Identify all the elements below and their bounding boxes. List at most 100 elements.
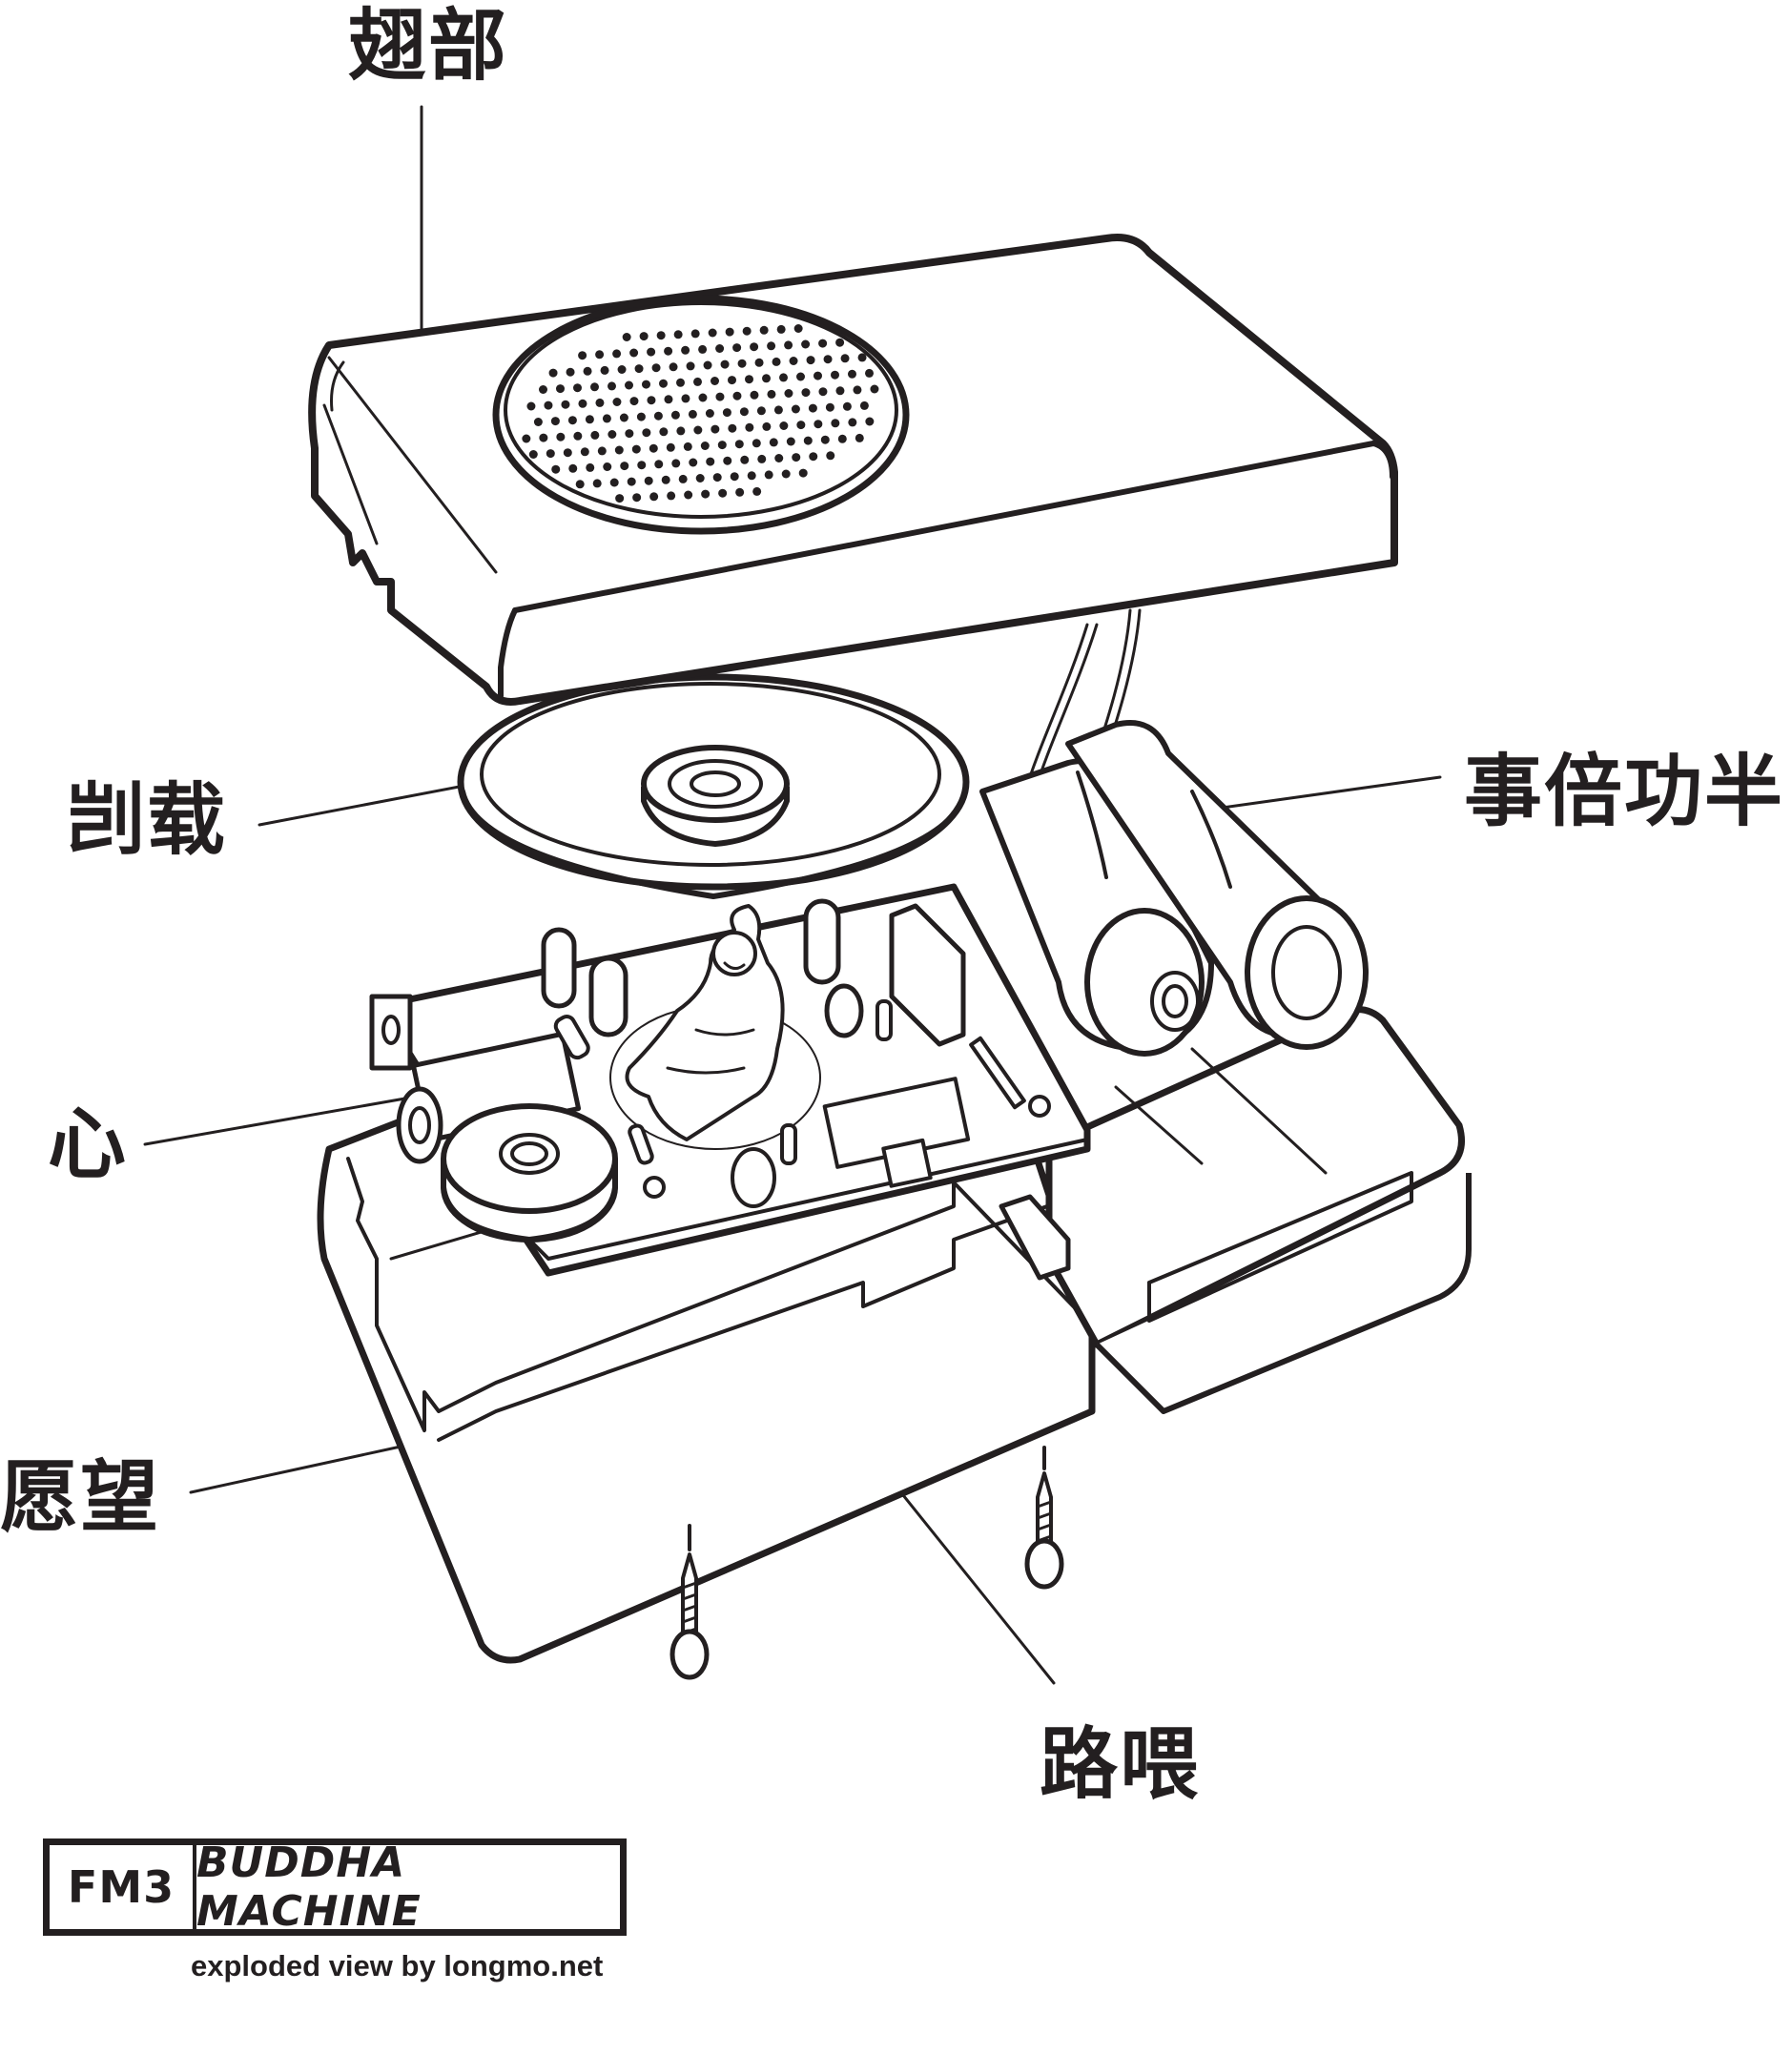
grille-hole — [842, 401, 852, 411]
grille-hole — [737, 359, 747, 368]
grille-hole — [656, 331, 666, 340]
grille-hole — [745, 422, 754, 432]
grille-hole — [722, 408, 731, 418]
grille-hole — [647, 396, 656, 405]
grille-hole — [835, 386, 845, 396]
grille-hole — [859, 401, 869, 410]
grille-hole — [566, 367, 575, 377]
grille-hole — [735, 487, 745, 497]
grille-hole — [796, 372, 805, 381]
top-cover — [308, 234, 1398, 706]
grille-hole — [757, 454, 767, 463]
grille-hole — [647, 347, 656, 357]
grille-hole — [793, 324, 803, 333]
grille-hole — [684, 490, 693, 500]
grille-hole — [526, 401, 536, 411]
grille-hole — [835, 338, 845, 347]
label-bottom-case: 愿望 — [0, 1452, 161, 1543]
grille-hole — [673, 330, 683, 339]
grille-hole — [578, 399, 587, 408]
grille-hole — [756, 406, 766, 416]
grille-hole — [653, 411, 663, 421]
grille-hole — [612, 398, 622, 406]
grille-hole — [837, 434, 847, 443]
grille-hole — [637, 461, 647, 470]
grille-hole — [639, 332, 649, 341]
circuit-board — [369, 883, 1091, 1277]
grille-hole — [750, 342, 759, 352]
grille-hole — [767, 341, 776, 351]
grille-hole — [539, 385, 547, 394]
grille-hole — [595, 350, 605, 359]
grille-hole — [522, 434, 531, 443]
grille-hole — [620, 462, 629, 471]
grille-hole — [556, 432, 566, 442]
grille-hole — [676, 426, 686, 436]
batteries — [979, 720, 1369, 1057]
label-speaker: 剀载 — [67, 775, 228, 866]
grille-hole — [590, 430, 600, 440]
grille-hole — [649, 443, 658, 453]
grille-hole — [642, 380, 650, 389]
grille-hole — [556, 384, 565, 394]
grille-hole — [651, 363, 661, 373]
grille-hole — [840, 354, 850, 363]
grille-hole — [773, 405, 783, 415]
grille-hole — [619, 413, 628, 422]
grille-hole — [580, 447, 589, 457]
grille-hole — [671, 459, 681, 468]
grille-hole — [774, 454, 784, 462]
grille-hole — [670, 410, 680, 420]
grille-hole — [848, 369, 856, 379]
grille-hole — [634, 364, 644, 374]
grille-hole — [595, 398, 605, 407]
logo-brand: FM3 — [50, 1845, 196, 1929]
grille-hole — [615, 494, 625, 503]
grille-hole — [592, 479, 602, 488]
grille-hole — [831, 419, 840, 428]
grille-hole — [603, 462, 612, 471]
grille-hole — [792, 453, 801, 462]
grille-hole — [667, 491, 676, 501]
grille-hole — [865, 417, 875, 426]
grille-hole — [573, 383, 582, 393]
grille-hole — [747, 471, 756, 481]
grille-hole — [681, 345, 690, 355]
grille-hole — [732, 343, 742, 353]
grille-hole — [561, 400, 570, 409]
grille-hole — [627, 477, 636, 486]
grille-hole — [762, 374, 771, 383]
grille-hole — [789, 357, 798, 365]
logo-product: BUDDHA MACHINE — [196, 1838, 422, 1936]
grille-hole — [629, 397, 639, 406]
grille-hole — [689, 458, 698, 467]
grille-hole — [752, 486, 762, 496]
grille-hole — [853, 385, 862, 395]
grille-hole — [664, 346, 673, 356]
leader-batteries — [1200, 775, 1442, 812]
grille-hole — [826, 451, 835, 461]
grille-hole — [855, 433, 864, 442]
grille-hole — [597, 446, 607, 456]
grille-hole — [786, 437, 795, 446]
grille-hole — [712, 473, 722, 483]
grille-hole — [539, 433, 548, 442]
grille-hole — [808, 403, 817, 413]
grille-hole — [809, 452, 818, 462]
grille-hole — [583, 366, 592, 376]
grille-hole — [818, 339, 828, 348]
grille-hole — [617, 365, 627, 374]
grille-hole — [551, 464, 561, 474]
grille-hole — [723, 456, 732, 465]
grille-hole — [548, 368, 558, 378]
grille-hole — [767, 389, 776, 399]
screw-1 — [669, 1552, 710, 1680]
grille-hole — [705, 409, 714, 418]
grille-hole — [745, 375, 753, 384]
grille-hole — [870, 384, 879, 394]
grille-hole — [752, 439, 761, 448]
grille-hole — [701, 489, 711, 499]
grille-hole — [659, 427, 669, 437]
grille-hole — [742, 326, 752, 336]
grille-hole — [683, 442, 692, 451]
